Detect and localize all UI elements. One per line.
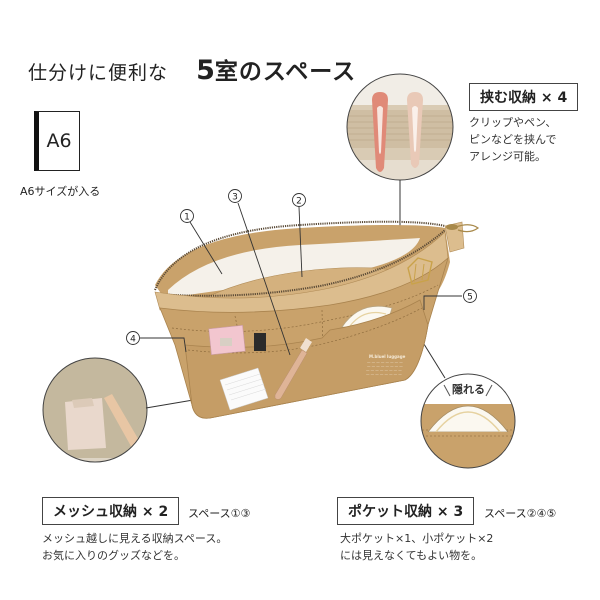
hidden-label: 隠れる (452, 383, 485, 396)
bag-organizer: M.bluel luggage — — — — — — — — — — — — … (154, 220, 480, 419)
leader-lines (140, 202, 462, 356)
svg-text:— — — — — — — —: — — — — — — — — (366, 368, 402, 372)
title-number: 5 (196, 55, 215, 86)
pocket-storage-label: ポケット収納 × 3 (337, 497, 475, 525)
a6-card-icon: A6 (34, 111, 80, 171)
pocket-storage-desc: 大ポケット×1、小ポケット×2 には見えなくてもよい物を。 (340, 532, 494, 562)
mesh-storage-label: メッシュ収納 × 2 (42, 497, 180, 525)
svg-text:2: 2 (296, 197, 302, 207)
svg-text:— — — — — — — —: — — — — — — — — (367, 364, 403, 368)
svg-text:— — — — — — — —: — — — — — — — — (366, 372, 402, 376)
svg-text:3: 3 (232, 193, 238, 203)
mesh-storage-spaces: スペース①③ (188, 507, 251, 520)
clip-storage-label: 挟む収納 × 4 (469, 83, 579, 111)
clip-storage-desc: クリップやペン、 ピンなどを挟んで アレンジ可能。 (469, 116, 557, 163)
svg-text:M.bluel luggage: M.bluel luggage (369, 354, 406, 359)
svg-text:4: 4 (130, 335, 136, 345)
svg-text:1: 1 (184, 213, 190, 223)
mesh-detail-circle (42, 357, 148, 463)
a6-caption: A6サイズが入る (20, 185, 101, 198)
title-suffix: 室のスペース (214, 59, 357, 85)
a6-card-label: A6 (46, 130, 72, 152)
marker-circles (126, 189, 477, 345)
pocket-storage-spaces: スペース②④⑤ (484, 507, 557, 520)
title-prefix: 仕分けに便利な (28, 62, 169, 84)
page-title: 仕分けに便利な 5室のスペース (28, 52, 356, 86)
svg-text:— — — — — — — —: — — — — — — — — (367, 360, 403, 364)
mesh-storage-desc: メッシュ越しに見える収納スペース。 お気に入りのグッズなどを。 (42, 532, 228, 562)
svg-text:5: 5 (467, 293, 473, 303)
clip-detail-circle (346, 73, 454, 181)
marker-numbers: 1 2 3 4 5 (130, 193, 473, 345)
